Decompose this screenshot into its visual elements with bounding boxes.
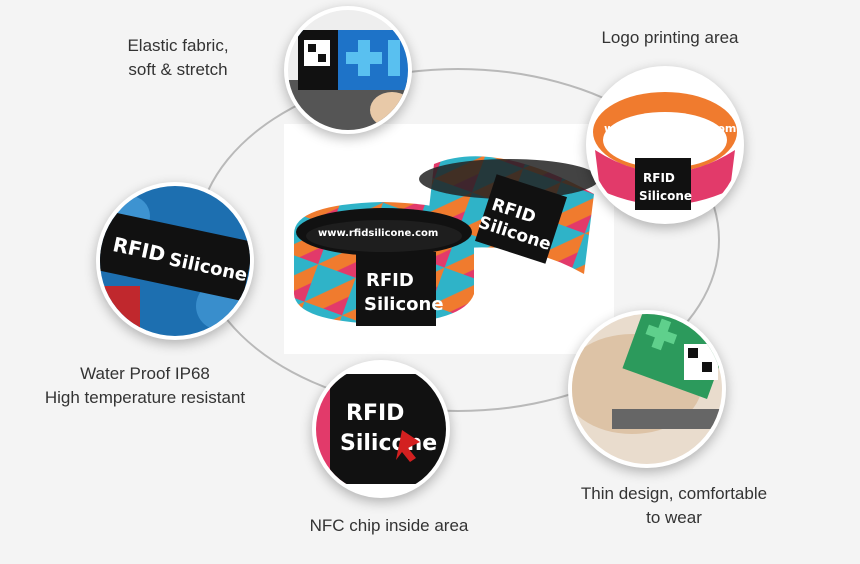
nfc-brand-2: Silicone <box>340 431 437 456</box>
elastic-fabric-image <box>288 10 408 130</box>
center-product-photo: RFID Silicone www.rfidsilicone.com RFID … <box>284 124 614 354</box>
front-band-brand-2: Silicone <box>364 294 444 315</box>
waterproof-label: Water Proof IP68 High temperature resist… <box>14 362 276 410</box>
thin-design-bubble <box>568 310 726 468</box>
nfc-brand-1: RFID <box>346 401 404 426</box>
waterproof-image: RFID Silicone <box>100 186 250 336</box>
nfc-chip-bubble: RFID Silicone <box>312 360 450 498</box>
waterproof-line2: High temperature resistant <box>44 388 246 407</box>
nfc-chip-line1: NFC chip inside area <box>309 516 469 535</box>
elastic-fabric-line1: Elastic fabric, <box>127 36 229 55</box>
thin-design-label: Thin design, comfortable to wear <box>552 482 796 530</box>
logo-band-image: www.rfidsilicone.com RFID Silicone <box>590 70 740 220</box>
nfc-chip-marker-icon <box>396 430 420 462</box>
thin-design-line2: to wear <box>646 508 702 527</box>
wristbands-illustration: RFID Silicone www.rfidsilicone.com RFID … <box>294 156 599 326</box>
logo-printing-line1: Logo printing area <box>601 28 739 47</box>
waterproof-bubble: RFID Silicone <box>96 182 254 340</box>
logo-website-text: www.rfidsilicone.com <box>604 122 736 135</box>
front-band-brand-1: RFID <box>366 270 414 291</box>
waterproof-line1: Water Proof IP68 <box>80 364 210 383</box>
logo-printing-label: Logo printing area <box>580 26 760 50</box>
website-text: www.rfidsilicone.com <box>318 228 438 239</box>
thin-design-line1: Thin design, comfortable <box>580 484 768 503</box>
elastic-fabric-line2: soft & stretch <box>128 60 228 79</box>
elastic-fabric-bubble <box>284 6 412 134</box>
logo-printing-bubble: www.rfidsilicone.com RFID Silicone <box>586 66 744 224</box>
nfc-chip-image: RFID Silicone <box>316 364 446 494</box>
logo-brand-2: Silicone <box>639 189 692 203</box>
nfc-chip-label: NFC chip inside area <box>284 514 494 538</box>
thin-design-image <box>572 314 722 464</box>
elastic-fabric-label: Elastic fabric, soft & stretch <box>108 34 248 82</box>
logo-brand-1: RFID <box>643 171 675 185</box>
front-wristband: www.rfidsilicone.com RFID Silicone <box>294 202 474 326</box>
